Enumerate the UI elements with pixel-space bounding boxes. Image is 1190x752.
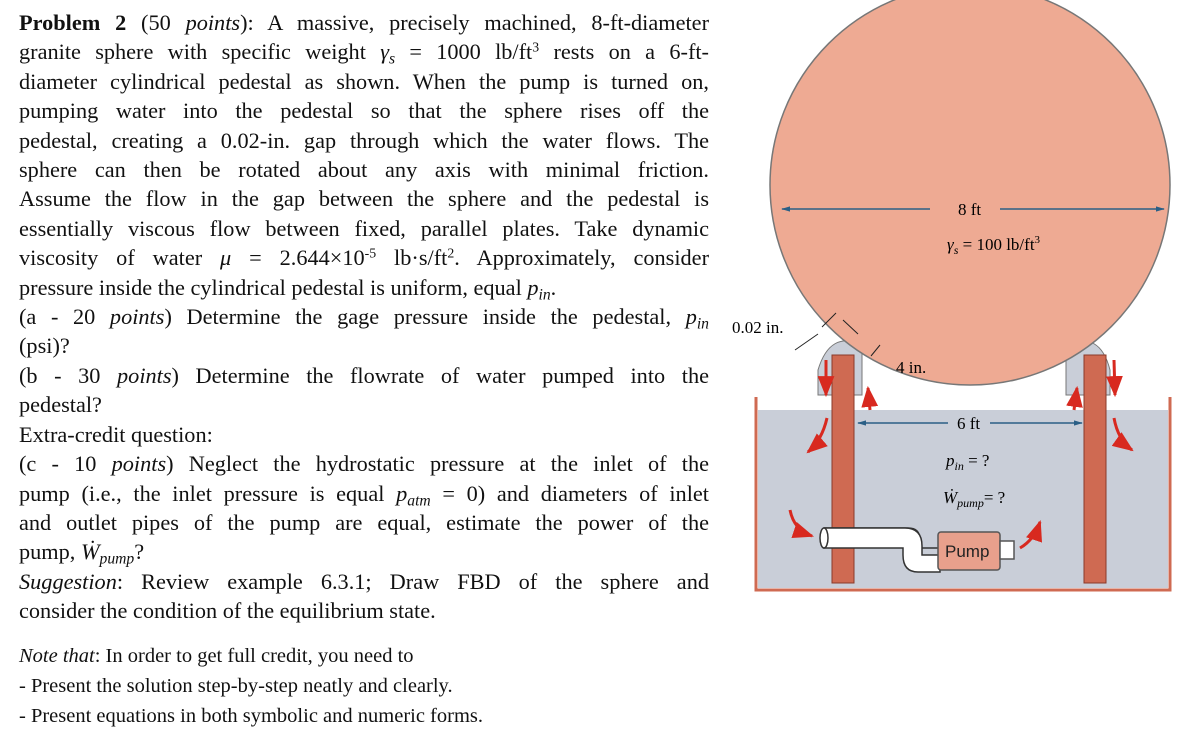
pedestal-wall-right xyxy=(1083,354,1107,584)
tank-outline xyxy=(754,397,1172,592)
sphere-dimension-label: 8 ft xyxy=(958,200,981,219)
problem-line-9: viscosity of water μ = 2.644×10-5 lb·s/f… xyxy=(19,245,710,271)
sphere-weight-label: γs = 100 lb/ft3 xyxy=(947,234,1041,257)
note-bullet-2: - Present equations in both symbolic and… xyxy=(19,705,484,727)
pipe-inlet xyxy=(819,527,829,549)
wall-thickness-arrow xyxy=(870,344,881,357)
problem-line-8: essentially viscous flow between fixed, … xyxy=(19,215,709,241)
flow-arrow xyxy=(861,385,879,411)
suggestion-line-2: consider the condition of the equilibriu… xyxy=(19,598,436,624)
note-block: Note that: In order to get full credit, … xyxy=(19,641,709,731)
part-c-line-1: (c - 10 points) Neglect the hydrostatic … xyxy=(19,451,709,477)
part-a-line-2: (psi)? xyxy=(19,333,70,359)
problem-line-4: pumping water into the pedestal so that … xyxy=(19,98,709,124)
note-heading: Note that: In order to get full credit, … xyxy=(19,645,414,667)
extra-credit-heading: Extra-credit question: xyxy=(19,421,213,447)
pedestal-dimension-label: 6 ft xyxy=(957,414,980,433)
problem-heading: Problem 2 xyxy=(19,10,127,35)
problem-line-6: sphere can then be rotated about any axi… xyxy=(19,157,709,183)
pin-label: pin = ? xyxy=(945,451,989,473)
problem-line-2: granite sphere with specific weight γs =… xyxy=(19,39,709,69)
granite-sphere xyxy=(769,0,1171,386)
flow-arrow xyxy=(1111,417,1134,452)
gap-arrow xyxy=(794,333,819,351)
wall-thickness-label: 4 in. xyxy=(896,358,926,377)
part-c-line-4: pump, Ẇpump? xyxy=(19,539,145,568)
gap-arrow xyxy=(842,319,859,335)
flow-arrow xyxy=(1066,385,1083,411)
wpump-label: Ẇpump= ? xyxy=(943,488,1005,510)
gap-arrow xyxy=(821,312,837,328)
suggestion-line-1: Suggestion: Review example 6.3.1; Draw F… xyxy=(19,568,709,594)
problem-line-10: pressure inside the cylindrical pedestal… xyxy=(19,274,557,304)
sphere-pedestal-diagram: 8 ft γs = 100 lb/ft3 0.02 in. 4 in. 6 ft… xyxy=(732,0,1172,592)
note-bullet-1: - Present the solution step-by-step neat… xyxy=(19,675,453,697)
flow-arrow xyxy=(806,417,829,454)
pump-pipe-body xyxy=(823,527,941,573)
pump-outlet xyxy=(999,540,1015,560)
flow-arrow xyxy=(1106,359,1123,398)
problem-statement: Problem 2 (50 points): A massive, precis… xyxy=(19,8,709,626)
flow-arrow xyxy=(1019,520,1042,550)
part-c-line-3: and outlet pipes of the pump are equal, … xyxy=(19,509,709,535)
problem-line-1: Problem 2 (50 points): A massive, precis… xyxy=(19,10,709,35)
part-a-line-1: (a - 20 points) Determine the gage press… xyxy=(19,304,709,333)
part-b-line-2: pedestal? xyxy=(19,392,102,418)
part-c-line-2: pump (i.e., the inlet pressure is equal … xyxy=(19,480,709,510)
pump-label: Pump xyxy=(945,542,989,561)
gap-label: 0.02 in. xyxy=(732,318,783,337)
pedestal-wall-left xyxy=(831,354,855,584)
part-b-line-1: (b - 30 points) Determine the flowrate o… xyxy=(19,362,709,388)
problem-line-5: pedestal, creating a 0.02-in. gap throug… xyxy=(19,127,709,153)
flow-arrow xyxy=(788,509,814,538)
problem-line-7: Assume the flow in the gap between the s… xyxy=(19,186,709,212)
problem-line-3: diameter cylindrical pedestal as shown. … xyxy=(19,68,709,94)
